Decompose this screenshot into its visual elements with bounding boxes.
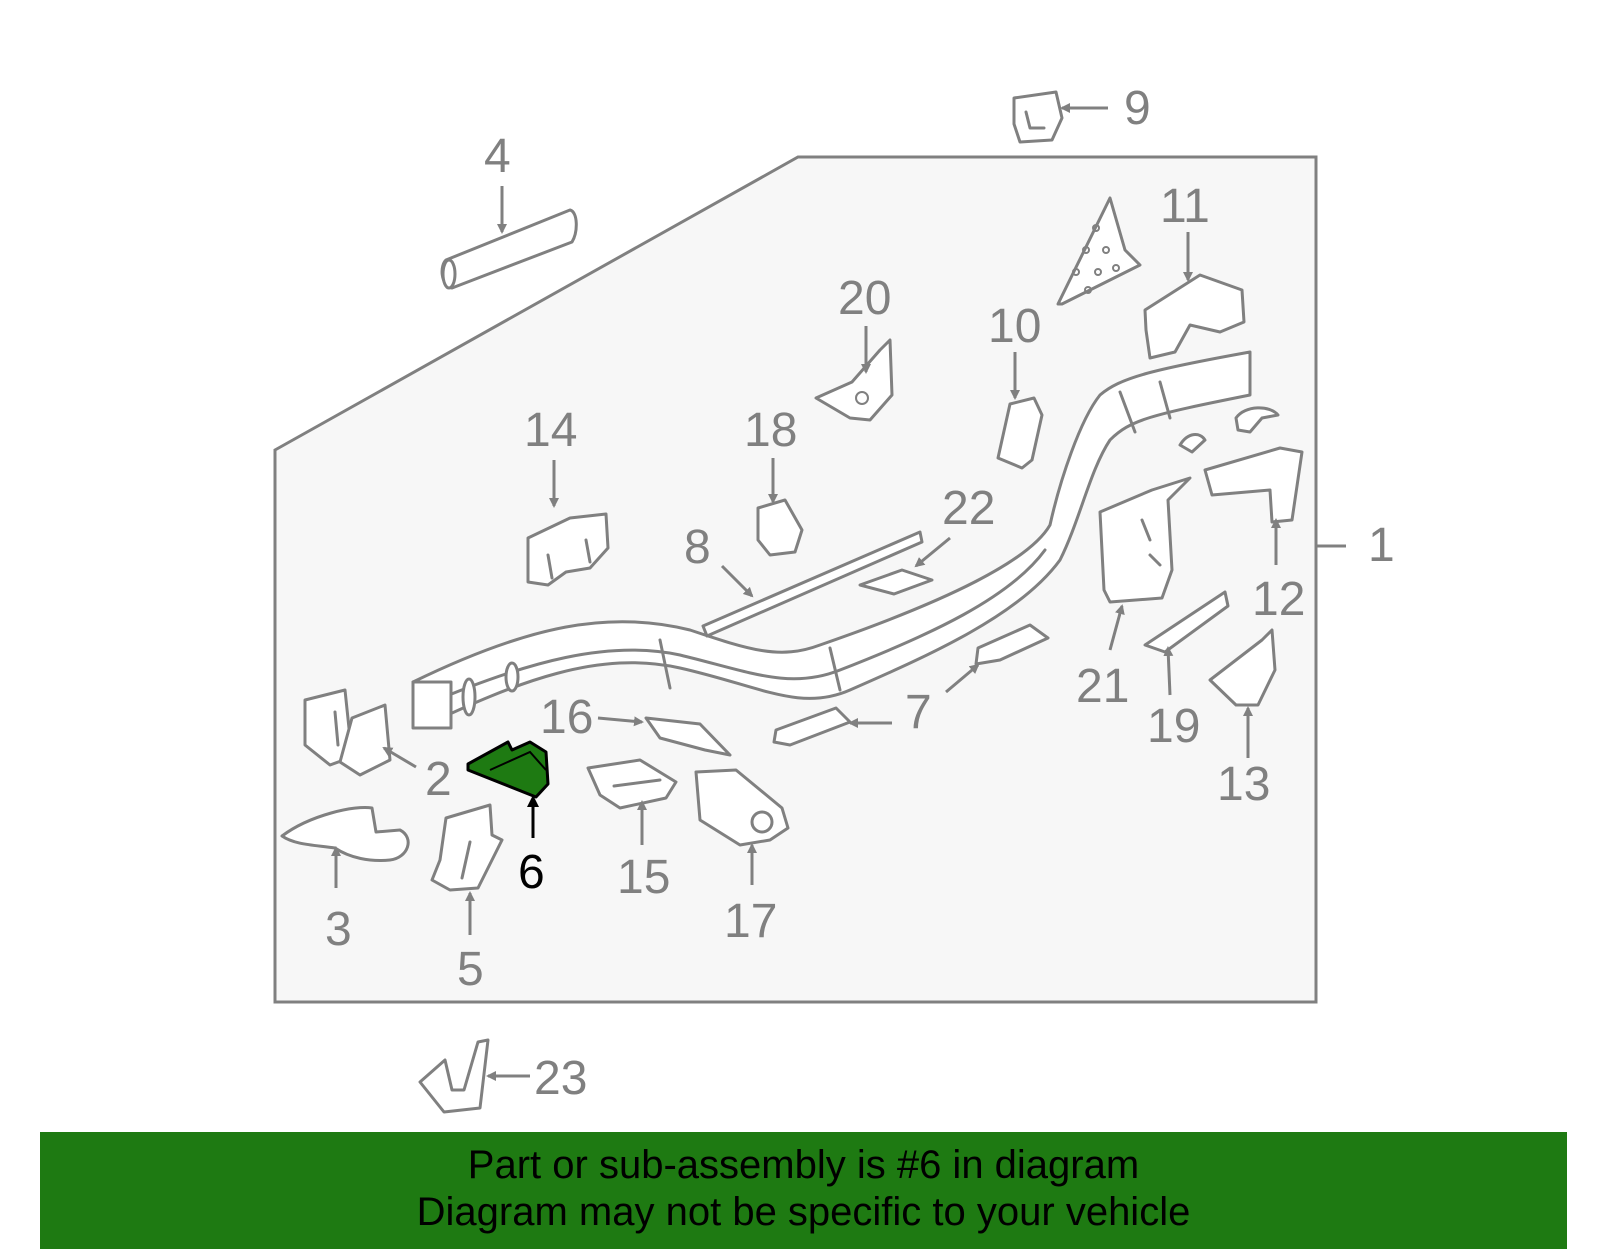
- part-3-plate: [280, 805, 410, 862]
- banner-line-2: Diagram may not be specific to your vehi…: [416, 1190, 1191, 1234]
- callout-16: 16: [540, 691, 593, 744]
- callout-13: 13: [1217, 758, 1270, 811]
- leader-19: [1163, 646, 1174, 696]
- part-21-bracket: [1098, 476, 1192, 604]
- part-7-bracket: [974, 623, 1050, 666]
- part-15-bracket: [586, 758, 678, 810]
- leader-2: [382, 746, 417, 769]
- callout-15: 15: [617, 851, 670, 904]
- banner-line-1: Part or sub-assembly is #6 in diagram: [467, 1143, 1140, 1187]
- callout-8: 8: [684, 521, 711, 574]
- part-18-block: [756, 498, 804, 557]
- callout-3: 3: [325, 903, 352, 956]
- callout-10: 10: [988, 300, 1041, 353]
- leader-8: [720, 564, 754, 598]
- info-banner: Part or sub-assembly is #6 in diagram Di…: [40, 1132, 1567, 1249]
- leader-21: [1108, 604, 1125, 651]
- part-4-tube: [440, 208, 578, 290]
- part-9-clip: [1012, 90, 1064, 144]
- part-2-bracket: [303, 688, 392, 777]
- callout-22: 22: [942, 482, 995, 535]
- callout-12: 12: [1252, 573, 1305, 626]
- part-23-hook: [418, 1038, 490, 1114]
- part-12-bracket: [1178, 406, 1304, 524]
- callout-6: 6: [518, 846, 545, 899]
- callout-17: 17: [724, 895, 777, 948]
- leader-22: [914, 536, 951, 568]
- part-22-pad: [858, 568, 934, 596]
- part-13-bracket: [1208, 628, 1277, 707]
- callout-23: 23: [534, 1052, 587, 1105]
- part-14-mount: [526, 512, 610, 587]
- leader-16: [597, 716, 644, 727]
- callout-14: 14: [524, 404, 577, 457]
- callout-7: 7: [905, 686, 932, 739]
- callout-18: 18: [744, 404, 797, 457]
- part-16-plate: [644, 716, 732, 757]
- callout-19: 19: [1147, 700, 1200, 753]
- part-11-crossmember: [1143, 273, 1246, 360]
- callout-5: 5: [457, 943, 484, 996]
- callout-9: 9: [1124, 82, 1151, 135]
- part-6-highlighted-bracket: [466, 740, 550, 799]
- part-19-strip: [1143, 590, 1230, 654]
- leader-7: [945, 663, 980, 694]
- callout-20: 20: [838, 272, 891, 325]
- part-10-gusset: [996, 196, 1142, 470]
- part-5-bracket: [430, 803, 504, 892]
- callout-21: 21: [1076, 660, 1129, 713]
- part-8-rail: [701, 530, 924, 638]
- callout-11: 11: [1160, 180, 1210, 233]
- part-7b-bracket: [772, 706, 852, 747]
- frame-rail: [411, 350, 1252, 730]
- callout-2: 2: [425, 753, 452, 806]
- part-20-bracket: [814, 338, 894, 422]
- callout-4: 4: [484, 130, 511, 183]
- callout-1: 1: [1368, 519, 1395, 572]
- part-17-bracket: [694, 768, 790, 847]
